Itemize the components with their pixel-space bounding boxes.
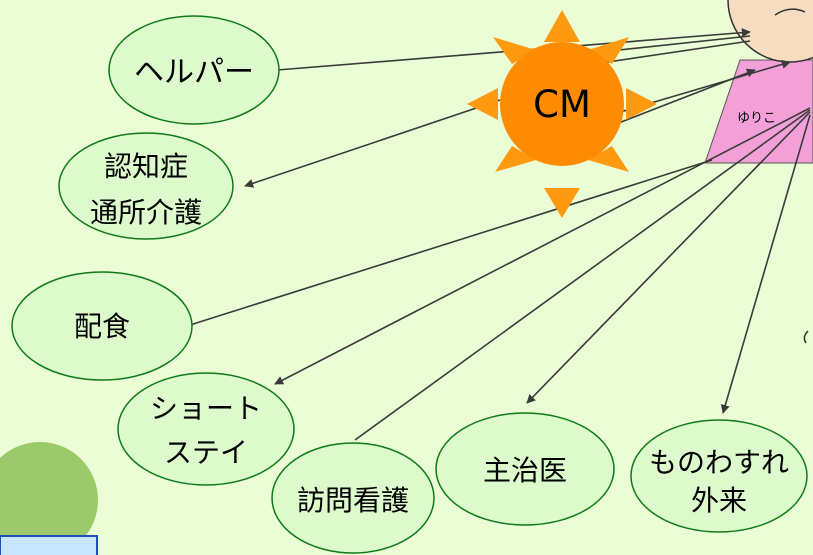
cm-label: CM xyxy=(533,83,591,126)
nursing-bubble xyxy=(271,442,435,554)
short-stay-bubble xyxy=(117,372,295,486)
sun-body xyxy=(500,42,624,166)
decor-box xyxy=(0,535,98,555)
sun-rays xyxy=(467,10,657,218)
client-name: ゆりこ xyxy=(737,111,776,126)
line-nursing-client xyxy=(354,109,811,441)
meal-label: 配食 xyxy=(74,310,130,343)
helper-bubble xyxy=(108,15,280,125)
meal-bubble xyxy=(11,271,193,381)
line-client-short-stay xyxy=(274,107,811,385)
nursing-label: 訪問看護 xyxy=(297,484,409,517)
dementia-care-label-1: 認知症 xyxy=(104,150,188,183)
line-cm-dementia-care xyxy=(244,99,501,188)
helper-label: ヘルパー xyxy=(134,55,254,90)
memory-clinic-label-2: 外来 xyxy=(691,484,747,517)
memory-clinic-bubble xyxy=(630,419,808,533)
line-client-doctor xyxy=(526,111,811,404)
dementia-care-bubble xyxy=(58,132,234,240)
decor-blob xyxy=(0,442,98,555)
short-stay-label-2: ステイ xyxy=(164,436,248,469)
dementia-care-label-2: 通所介護 xyxy=(90,196,202,229)
doctor-bubble xyxy=(435,412,615,526)
client-head xyxy=(727,0,813,63)
line-meal-client xyxy=(189,159,713,326)
decor-arc xyxy=(803,330,809,344)
connections xyxy=(189,28,811,441)
client-mouth xyxy=(774,8,806,16)
short-stay-label-1: ショート xyxy=(150,392,262,425)
cm-sun: CM xyxy=(467,10,657,218)
memory-clinic-label-1: ものわすれ xyxy=(649,446,789,479)
doctor-label: 主治医 xyxy=(483,454,567,487)
bubbles xyxy=(11,15,808,554)
line-client-memory xyxy=(720,114,811,414)
